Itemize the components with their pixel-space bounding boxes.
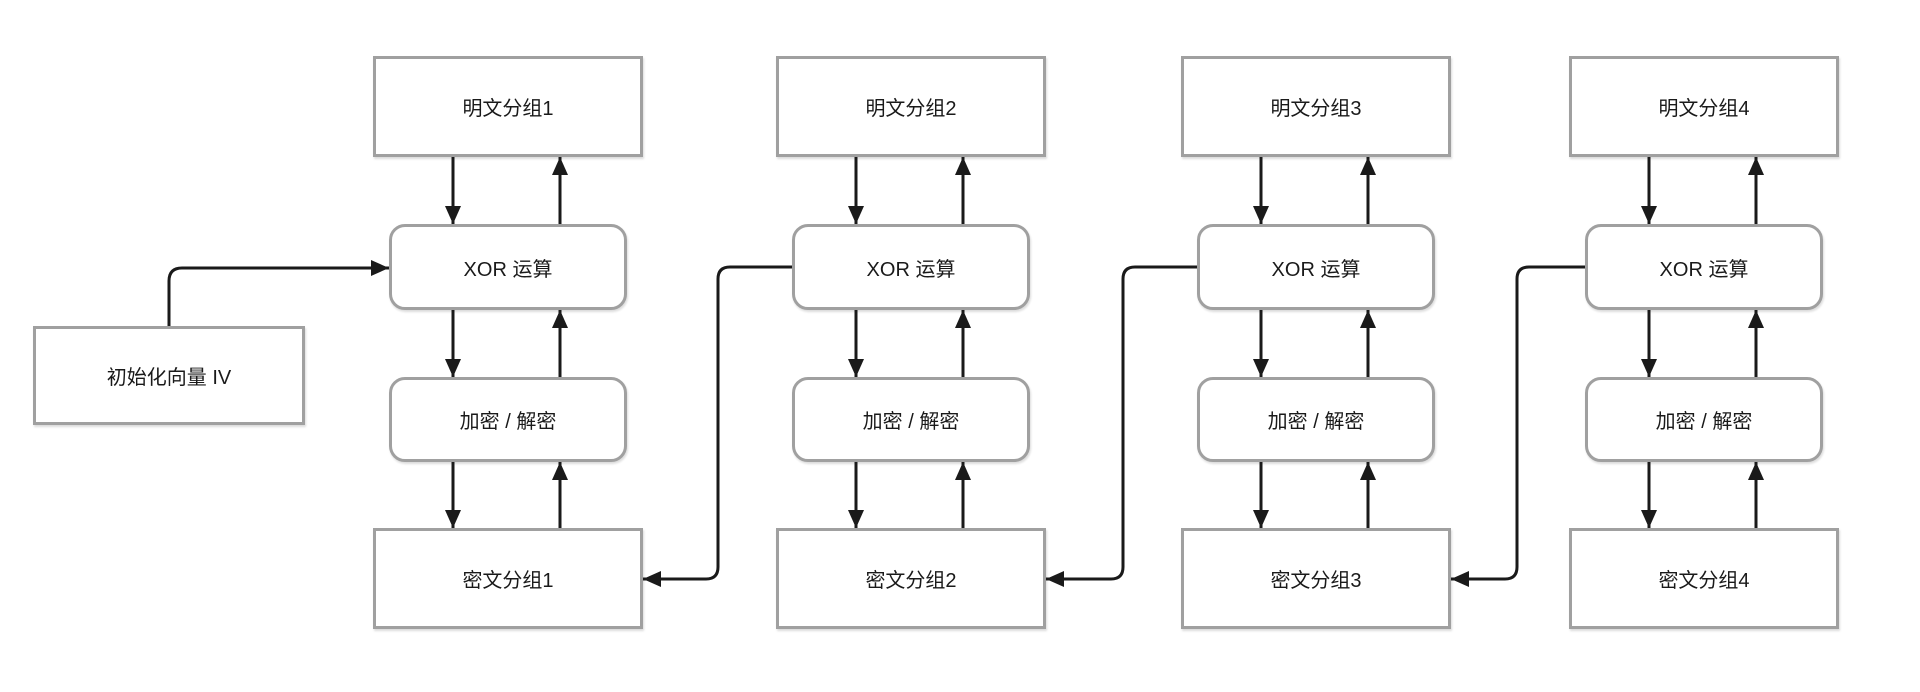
encrypt-decrypt-node-4: 加密 / 解密 bbox=[1585, 377, 1823, 462]
initialization-vector-label: 初始化向量 IV bbox=[106, 367, 232, 389]
xor-node-4: XOR 运算 bbox=[1585, 224, 1823, 310]
xor4-to-ciphertext3-chain-connector bbox=[1451, 265, 1585, 587]
plaintext-block-1-label: 明文分组1 bbox=[462, 98, 554, 120]
encrypt-decrypt-node-4-label: 加密 / 解密 bbox=[1655, 411, 1753, 433]
initialization-vector-node: 初始化向量 IV bbox=[33, 326, 305, 425]
ciphertext-block-4-label: 密文分组4 bbox=[1658, 570, 1750, 592]
encrypt-decrypt-node-1-label: 加密 / 解密 bbox=[459, 411, 557, 433]
plaintext-block-3-label: 明文分组3 bbox=[1270, 98, 1362, 120]
xor-node-2: XOR 运算 bbox=[792, 224, 1030, 310]
ciphertext-block-3-node: 密文分组3 bbox=[1181, 528, 1451, 629]
ciphertext-block-2-label: 密文分组2 bbox=[865, 570, 957, 592]
xor-node-1-label: XOR 运算 bbox=[463, 258, 553, 281]
plaintext-block-2-label: 明文分组2 bbox=[865, 98, 957, 120]
ciphertext-block-1-label: 密文分组1 bbox=[462, 570, 554, 592]
encrypt-decrypt-node-2-label: 加密 / 解密 bbox=[862, 411, 960, 433]
ciphertext-block-1-node: 密文分组1 bbox=[373, 528, 643, 629]
xor-node-3: XOR 运算 bbox=[1197, 224, 1435, 310]
ciphertext-block-4-node: 密文分组4 bbox=[1569, 528, 1839, 629]
xor3-to-ciphertext2-chain-connector bbox=[1046, 265, 1197, 587]
encrypt-decrypt-node-1: 加密 / 解密 bbox=[389, 377, 627, 462]
encrypt-decrypt-node-3-label: 加密 / 解密 bbox=[1267, 411, 1365, 433]
plaintext-block-3-node: 明文分组3 bbox=[1181, 56, 1451, 157]
plaintext-block-4-node: 明文分组4 bbox=[1569, 56, 1839, 157]
xor-node-3-label: XOR 运算 bbox=[1271, 258, 1361, 281]
iv-to-xor1-connector bbox=[167, 260, 389, 326]
encrypt-decrypt-node-2: 加密 / 解密 bbox=[792, 377, 1030, 462]
xor2-to-ciphertext1-chain-connector bbox=[643, 265, 792, 587]
ciphertext-block-2-node: 密文分组2 bbox=[776, 528, 1046, 629]
plaintext-block-4-label: 明文分组4 bbox=[1658, 98, 1750, 120]
xor-node-1: XOR 运算 bbox=[389, 224, 627, 310]
encrypt-decrypt-node-3: 加密 / 解密 bbox=[1197, 377, 1435, 462]
xor-node-4-label: XOR 运算 bbox=[1659, 258, 1749, 281]
plaintext-block-2-node: 明文分组2 bbox=[776, 56, 1046, 157]
xor-node-2-label: XOR 运算 bbox=[866, 258, 956, 281]
plaintext-block-1-node: 明文分组1 bbox=[373, 56, 643, 157]
ciphertext-block-3-label: 密文分组3 bbox=[1270, 570, 1362, 592]
